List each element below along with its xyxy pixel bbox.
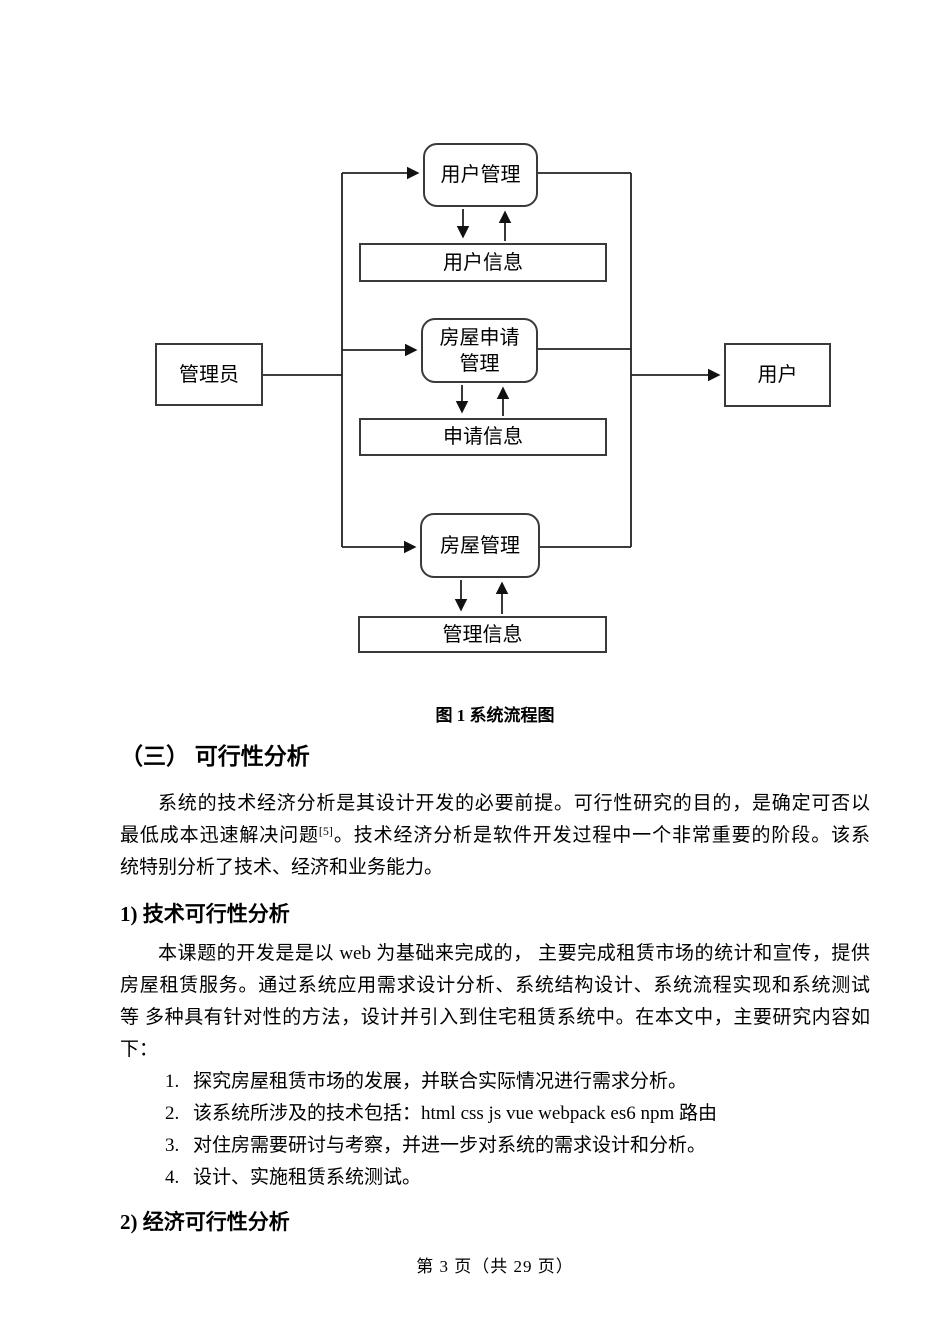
list-item-text: 该系统所涉及的技术包括：html css js vue webpack es6 … <box>193 1103 718 1124</box>
box-apply-info-label: 申请信息 <box>443 426 523 448</box>
box-management-info: 管理信息 <box>358 616 607 653</box>
figure-caption: 图 1 系统流程图 <box>435 706 555 725</box>
box-user-management-label: 用户管理 <box>440 164 521 186</box>
list-item: 1. 探究房屋租赁市场的发展，并联合实际情况进行需求分析。 <box>165 1066 870 1098</box>
box-user: 用户 <box>724 343 831 407</box>
heading-economic-feasibility: 2) 经济可行性分析 <box>120 1210 290 1234</box>
box-house-apply-label-line1: 房屋申请 <box>439 326 520 349</box>
list-item: 3. 对住房需要研讨与考察，并进一步对系统的需求设计和分析。 <box>165 1130 870 1162</box>
text-line: 系统的技术经济分析是其设计开发的必要前提。可行性研究的目的，是确定可否以 <box>158 793 870 814</box>
box-user-label: 用户 <box>757 364 798 386</box>
document-body: （三） 可行性分析 系统的技术经济分析是其设计开发的必要前提。可行性研究的目的，… <box>120 742 870 1236</box>
box-management-info-label: 管理信息 <box>442 623 523 646</box>
box-apply-info: 申请信息 <box>359 418 607 456</box>
text-line: 统特别分析了技术、经济和业务能力。 <box>120 857 444 878</box>
page-number-footer: 第 3 页（共 29 页） <box>416 1257 574 1276</box>
text-line: 本课题的开发是是以 web 为基础来完成的， 主要完成租赁市场的统计和宣传，提供 <box>158 943 870 964</box>
diagram-connector-lines <box>263 166 721 614</box>
paragraph-technical: 本课题的开发是是以 web 为基础来完成的， 主要完成租赁市场的统计和宣传，提供… <box>120 938 870 1066</box>
list-item: 2. 该系统所涉及的技术包括：html css js vue webpack es… <box>165 1098 870 1130</box>
list-item-text: 设计、实施租赁系统测试。 <box>193 1167 422 1188</box>
list-item-text: 对住房需要研讨与考察，并进一步对系统的需求设计和分析。 <box>193 1135 707 1156</box>
box-house-apply-management: 房屋申请 管理 <box>421 318 538 383</box>
text-line: 最低成本迅速解决问题[5]。技术经济分析是软件开发过程中一个非常重要的阶段。该系 <box>120 820 870 852</box>
heading-feasibility-analysis: （三） 可行性分析 <box>120 744 310 769</box>
reference-superscript: [5] <box>318 824 333 838</box>
box-admin-label: 管理员 <box>179 363 239 386</box>
text-line: 房屋租赁服务。通过系统应用需求设计分析、系统结构设计、系统流程实现和系统测试 <box>120 975 870 996</box>
text-line: 下： <box>120 1039 159 1060</box>
list-item-number: 2. <box>165 1103 180 1124</box>
box-user-info: 用户信息 <box>359 243 607 282</box>
research-content-list: 1. 探究房屋租赁市场的发展，并联合实际情况进行需求分析。 2. 该系统所涉及的技术… <box>120 1066 870 1194</box>
text-segment: 最低成本迅速解决问题 <box>120 825 319 846</box>
list-item: 4. 设计、实施租赁系统测试。 <box>165 1162 870 1194</box>
list-item-text: 探究房屋租赁市场的发展，并联合实际情况进行需求分析。 <box>193 1071 688 1092</box>
list-item-number: 1. <box>165 1071 180 1092</box>
system-flow-diagram: 用户管理 用户信息 管理员 房屋申请 管理 申请信息 用户 房屋管理 管理信息 <box>155 143 831 653</box>
text-segment: 。技术经济分析是软件开发过程中一个非常重要的阶段。该系 <box>332 825 870 846</box>
box-house-apply-label-line2: 管理 <box>459 352 500 375</box>
paragraph-feasibility: 系统的技术经济分析是其设计开发的必要前提。可行性研究的目的，是确定可否以 最低成… <box>120 788 870 884</box>
list-item-number: 4. <box>165 1167 180 1188</box>
box-user-info-label: 用户信息 <box>443 251 523 274</box>
heading-technical-feasibility: 1) 技术可行性分析 <box>120 902 290 926</box>
box-house-management: 房屋管理 <box>420 513 540 578</box>
box-house-management-label: 房屋管理 <box>440 534 520 557</box>
box-admin: 管理员 <box>155 343 263 406</box>
text-line: 等 多种具有针对性的方法，设计并引入到住宅租赁系统中。在本文中，主要研究内容如 <box>120 1007 870 1028</box>
list-item-number: 3. <box>165 1135 180 1156</box>
box-user-management: 用户管理 <box>423 143 538 207</box>
